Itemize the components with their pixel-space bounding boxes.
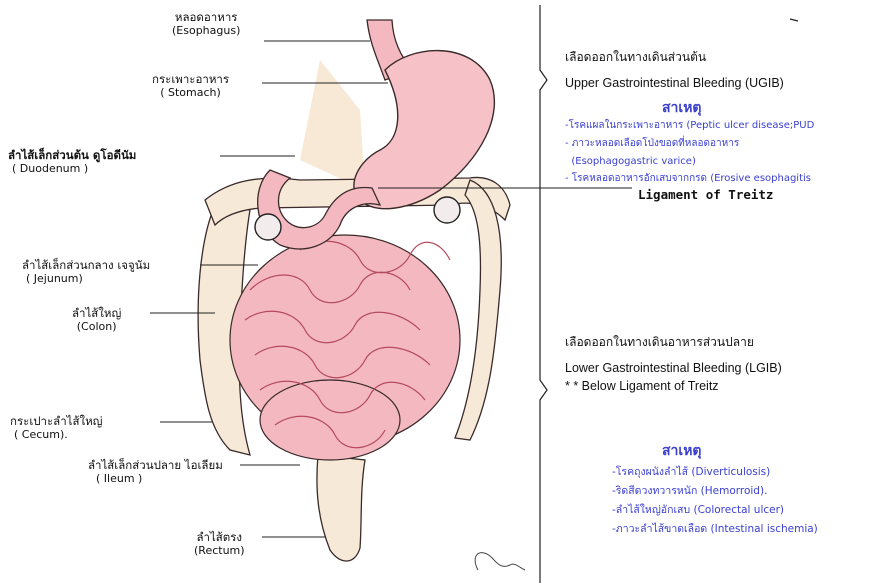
label-duodenum: ลำไส้เล็กส่วนต้น ดูโอดีนัม ( Duodenum ): [8, 148, 136, 176]
label-ileum: ลำไส้เล็กส่วนปลาย ไอเลียม ( Ileum ): [88, 458, 223, 486]
lower-cause-1: -โรคถุงผนังลำไส้ (Diverticulosis): [612, 466, 770, 479]
upper-title-th: เลือดออกในทางเดินส่วนต้น: [565, 48, 706, 67]
lower-title-th: เลือดออกในทางเดินอาหารส่วนปลาย: [565, 333, 754, 352]
label-esophagus: หลอดอาหาร (Esophagus): [172, 10, 240, 38]
label-colon: ลำไส้ใหญ่ (Colon): [72, 306, 121, 334]
upper-cause-3: (Esophagogastric varice): [565, 156, 696, 169]
upper-title-en: Upper Gastrointestinal Bleeding (UGIB): [565, 76, 784, 90]
tick-mark: [790, 19, 798, 21]
label-jejunum-en: ( Jejunum): [22, 272, 150, 286]
label-ileum-th: ลำไส้เล็กส่วนปลาย ไอเลียม: [88, 458, 223, 472]
lower-cause-4: -ภาวะลำไส้ขาดเลือด (Intestinal ischemia): [612, 523, 818, 536]
label-duodenum-en: ( Duodenum ): [8, 162, 136, 176]
panel-braces: [540, 5, 547, 583]
label-esophagus-th: หลอดอาหาร: [172, 10, 240, 24]
label-rectum-en: (Rectum): [194, 544, 245, 558]
label-jejunum: ลำไส้เล็กส่วนกลาง เจจูนัม ( Jejunum): [22, 258, 150, 286]
label-stomach: กระเพาะอาหาร ( Stomach): [152, 72, 229, 100]
liver-shading: [300, 60, 365, 190]
label-cecum-en: ( Cecum).: [10, 428, 102, 442]
label-rectum: ลำไส้ตรง (Rectum): [194, 530, 245, 558]
lower-cause-2: -ริดสีดวงทวารหนัก (Hemorroid).: [612, 485, 767, 498]
label-colon-th: ลำไส้ใหญ่: [72, 306, 121, 320]
lower-note: * * Below Ligament of Treitz: [565, 379, 719, 393]
label-stomach-th: กระเพาะอาหาร: [152, 72, 229, 86]
label-ileum-en: ( Ileum ): [88, 472, 223, 486]
label-ligament-of-treitz: Ligament of Treitz: [638, 187, 773, 202]
lower-title-en: Lower Gastrointestinal Bleeding (LGIB): [565, 361, 782, 375]
upper-cause-2: - ภาวะหลอดเลือดโป่งขอดที่หลอดอาหาร: [565, 138, 739, 151]
signature: [475, 553, 525, 570]
label-cecum: กระเปาะลำไส้ใหญ่ ( Cecum).: [10, 414, 102, 442]
small-intestine-lower: [260, 380, 400, 460]
label-jejunum-th: ลำไส้เล็กส่วนกลาง เจจูนัม: [22, 258, 150, 272]
label-colon-en: (Colon): [72, 320, 121, 334]
label-stomach-en: ( Stomach): [152, 86, 229, 100]
descending-colon-shape: [455, 180, 501, 440]
upper-cause-4: - โรคหลอดอาหารอักเสบจากกรด (Erosive esop…: [565, 173, 811, 186]
label-duodenum-th: ลำไส้เล็กส่วนต้น ดูโอดีนัม: [8, 148, 136, 162]
rectum-shape: [317, 455, 365, 561]
label-rectum-th: ลำไส้ตรง: [194, 530, 245, 544]
upper-cause-heading: สาเหตุ: [662, 97, 702, 119]
upper-cause-1: -โรคแผลในกระเพาะอาหาร (Peptic ulcer dise…: [565, 120, 814, 133]
label-cecum-th: กระเปาะลำไส้ใหญ่: [10, 414, 102, 428]
lower-cause-3: -ลำไส้ใหญ่อักเสบ (Colorectal ulcer): [612, 504, 784, 517]
label-esophagus-en: (Esophagus): [172, 24, 240, 38]
lower-cause-heading: สาเหตุ: [662, 440, 702, 462]
